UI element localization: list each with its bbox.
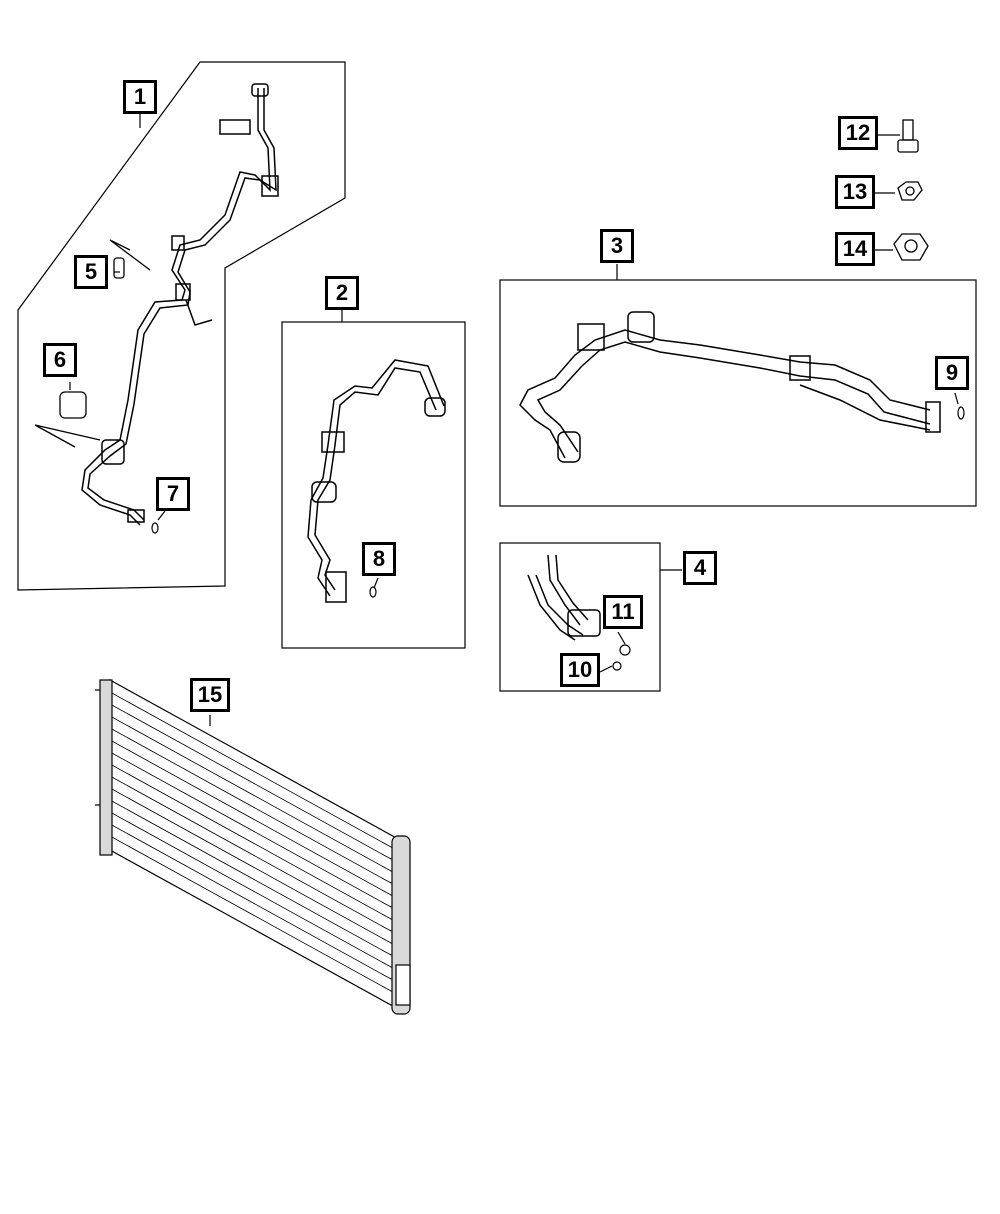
callout-5: 5 bbox=[74, 255, 108, 289]
callout-12: 12 bbox=[838, 116, 878, 150]
nut-part-13 bbox=[897, 181, 923, 201]
callout-11: 11 bbox=[603, 595, 643, 629]
group-4-box bbox=[499, 542, 661, 692]
callout-15: 15 bbox=[190, 678, 230, 712]
o-ring-part-9 bbox=[957, 406, 965, 420]
hose-assembly-1 bbox=[81, 83, 279, 526]
callout-2: 2 bbox=[325, 276, 359, 310]
o-ring-part-11 bbox=[619, 644, 631, 656]
callout-1: 1 bbox=[123, 80, 157, 114]
callout-8: 8 bbox=[362, 542, 396, 576]
hose-assembly-3 bbox=[519, 311, 941, 463]
callout-9: 9 bbox=[935, 356, 969, 390]
bolt-part-12 bbox=[897, 119, 919, 153]
o-ring-part-8 bbox=[369, 586, 377, 598]
clip-part-6 bbox=[34, 391, 101, 448]
tube-assembly-4 bbox=[527, 554, 601, 641]
callout-14: 14 bbox=[835, 232, 875, 266]
callout-7: 7 bbox=[156, 477, 190, 511]
callout-6: 6 bbox=[43, 343, 77, 377]
callout-4: 4 bbox=[683, 551, 717, 585]
sensor-part-5 bbox=[109, 239, 151, 279]
callout-10: 10 bbox=[560, 653, 600, 687]
callout-3: 3 bbox=[600, 229, 634, 263]
nut-part-14 bbox=[893, 233, 929, 261]
condenser-part-15 bbox=[95, 678, 411, 1015]
group-1-outline bbox=[17, 61, 346, 591]
hose-assembly-2 bbox=[307, 359, 446, 603]
o-ring-part-7 bbox=[151, 522, 159, 534]
o-ring-part-10 bbox=[612, 661, 622, 671]
group-3-box bbox=[499, 279, 977, 507]
group-2-box bbox=[281, 321, 466, 649]
callout-13: 13 bbox=[835, 175, 875, 209]
